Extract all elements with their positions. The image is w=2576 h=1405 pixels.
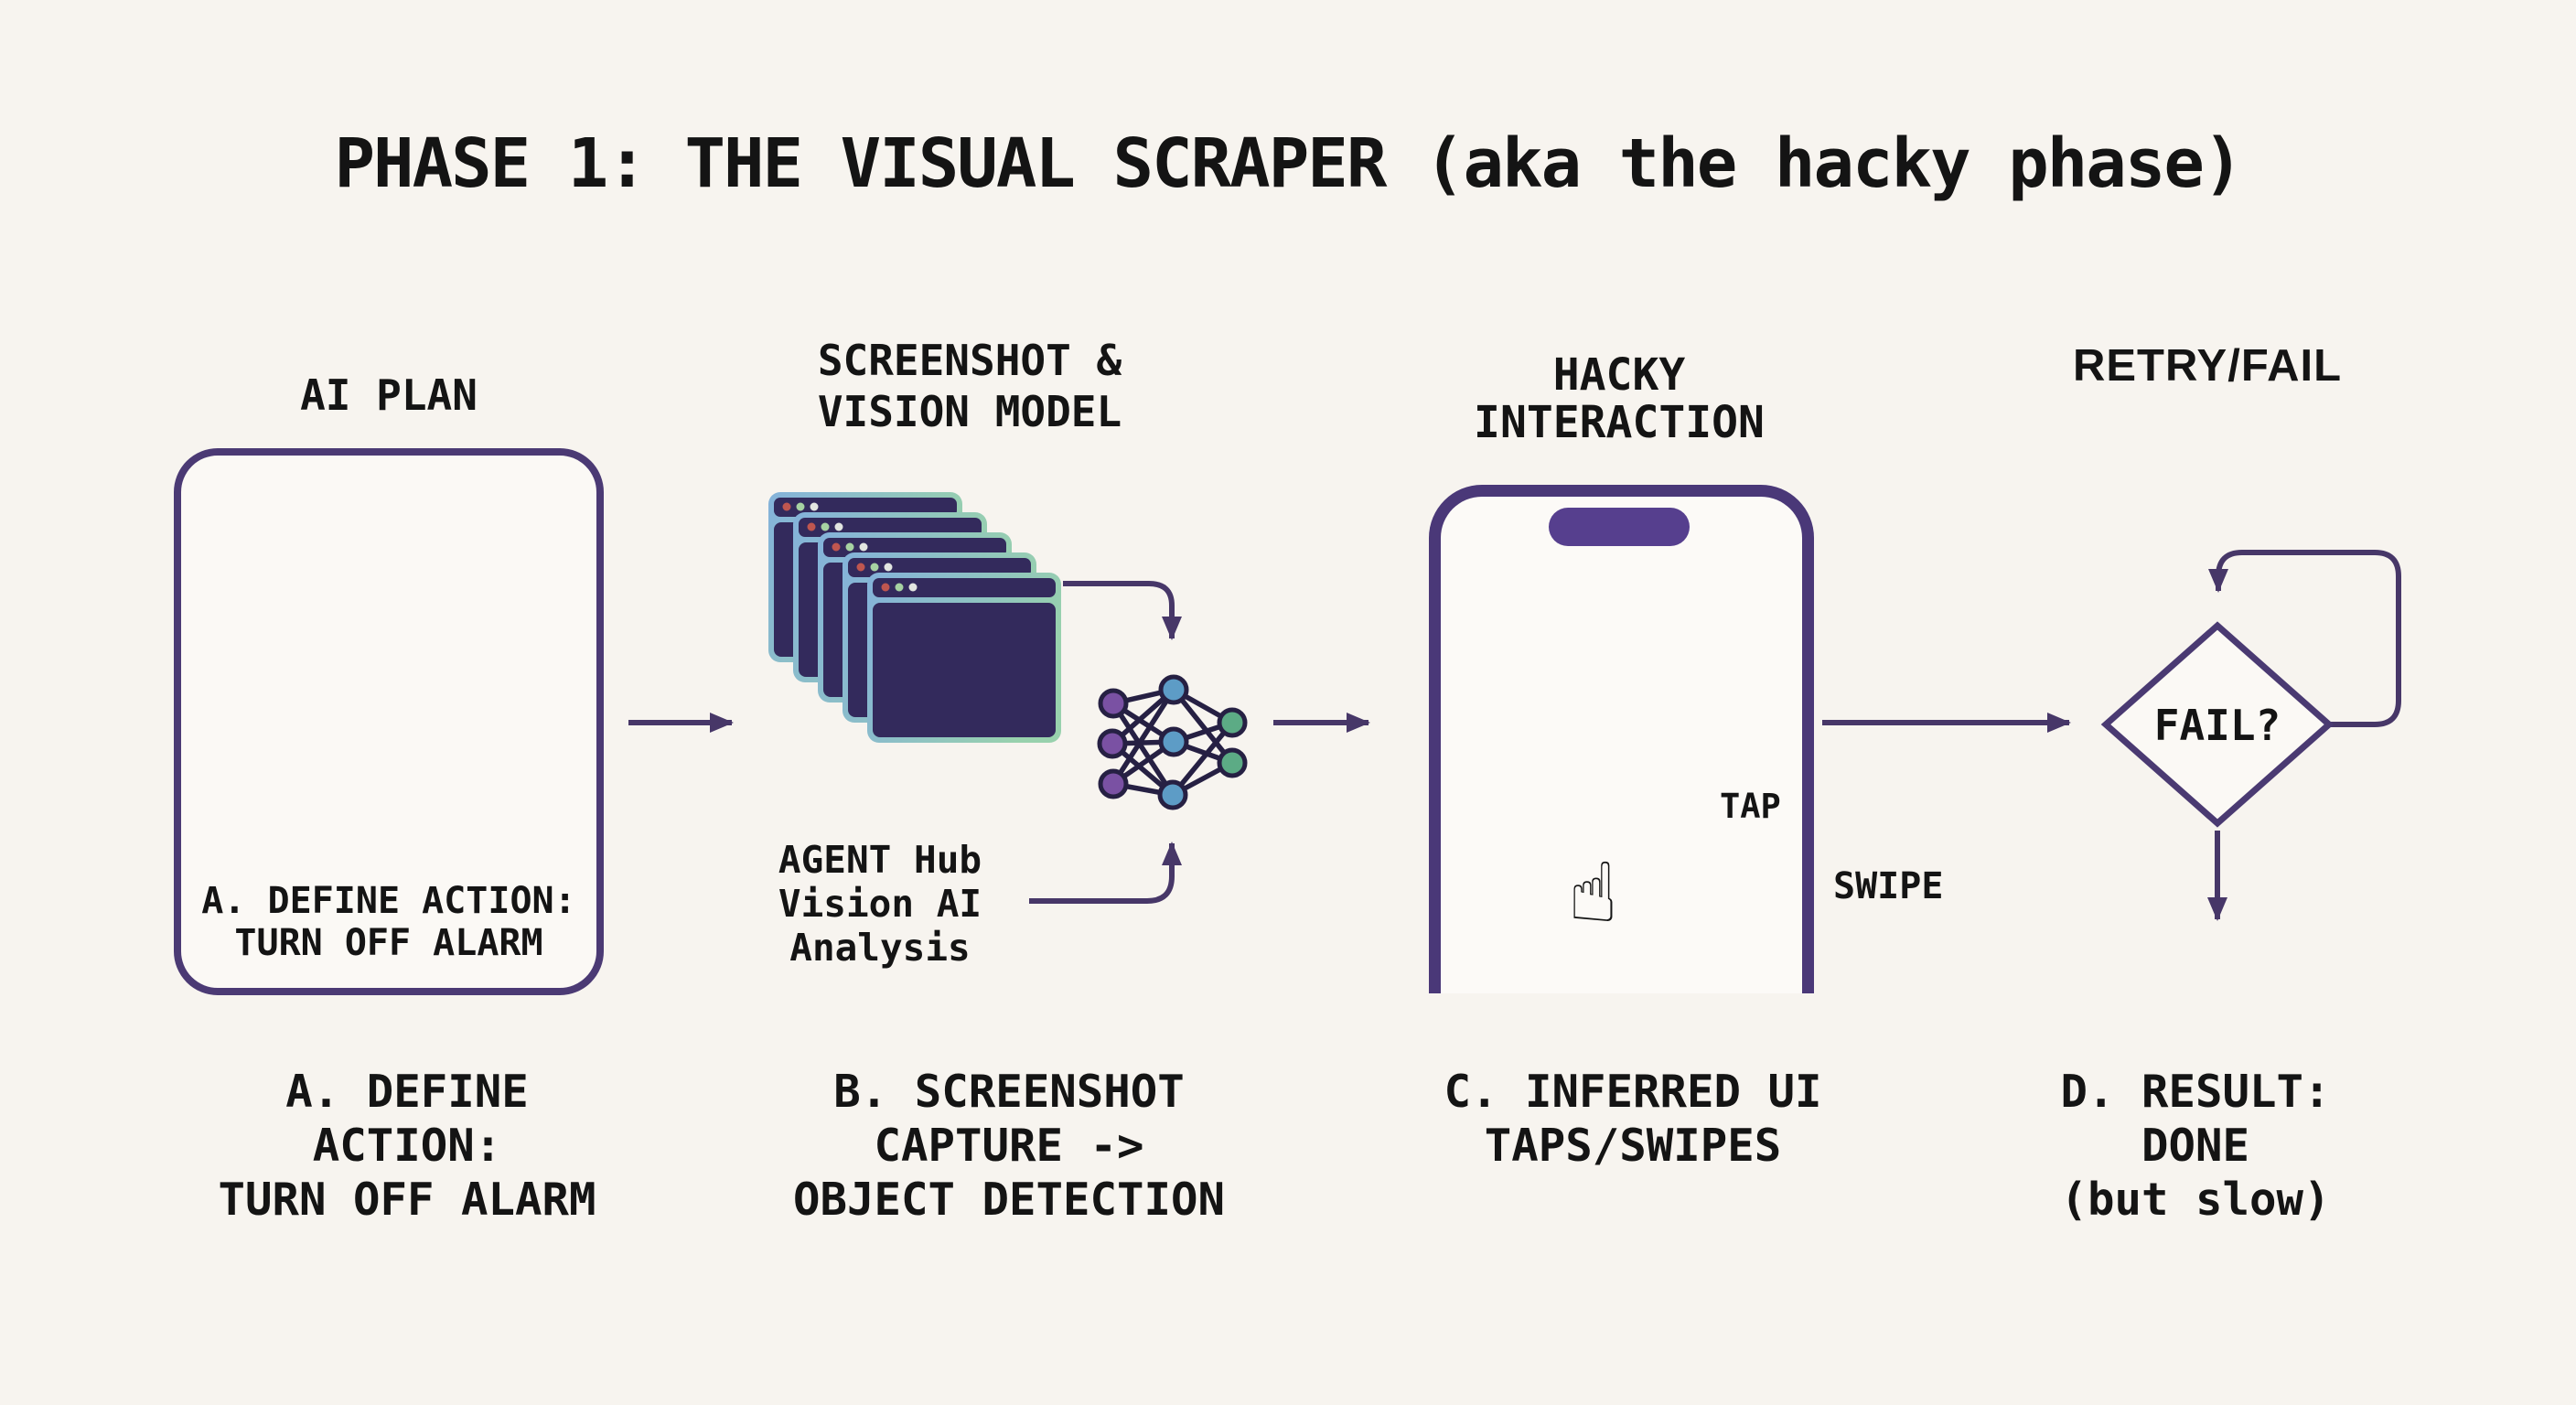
- annotation-line3: Analysis: [789, 926, 971, 970]
- caption-b-line3: OBJECT DETECTION: [792, 1174, 1226, 1226]
- caption-b-line2: CAPTURE ->: [874, 1120, 1144, 1172]
- caption-d-line2: DONE: [2141, 1120, 2250, 1172]
- caption-b-line1: B. SCREENSHOT: [833, 1066, 1185, 1118]
- ai-plan-box: [174, 448, 604, 995]
- annotation-line2: Vision AI: [778, 882, 982, 926]
- caption-d-line3: (but slow): [2060, 1174, 2331, 1226]
- phone-frame: [1429, 485, 1814, 993]
- arrow-annotation-to-network: [1029, 842, 1182, 904]
- caption-d-line1: D. RESULT:: [2060, 1066, 2331, 1118]
- hacky-header-line1: HACKY: [1552, 349, 1686, 401]
- screenshot-window-stack: [768, 492, 1061, 743]
- page-title: PHASE 1: THE VISUAL SCRAPER (aka the hac…: [334, 124, 2243, 203]
- arrow-screenshot-to-network: [1063, 581, 1182, 640]
- swipe-label: SWIPE: [1833, 865, 1944, 907]
- caption-a-line1: A. DEFINE: [285, 1066, 529, 1118]
- annotation-line1: AGENT Hub: [778, 838, 982, 882]
- retry-loop-arrow: [2208, 550, 2401, 727]
- plan-label-line2: TURN OFF ALARM: [234, 922, 543, 964]
- plan-label-line1: A. DEFINE ACTION:: [201, 880, 576, 922]
- vision-header-line2: VISION MODEL: [817, 387, 1122, 436]
- column-header-retry-fail: RETRY/FAIL: [2072, 341, 2343, 391]
- caption-a-line2: ACTION:: [312, 1120, 502, 1172]
- caption-c-line2: TAPS/SWIPES: [1484, 1120, 1782, 1172]
- caption-a-line3: TURN OFF ALARM: [218, 1174, 596, 1226]
- front-screenshot-window: [867, 573, 1061, 743]
- hacky-header-line2: INTERACTION: [1474, 397, 1765, 448]
- caption-c-line1: C. INFERRED UI: [1444, 1066, 1822, 1118]
- phone-notch: [1549, 508, 1690, 546]
- ai-plan-box-label: A. DEFINE ACTION:TURN OFF ALARM: [201, 880, 575, 964]
- column-header-vision-model: SCREENSHOT &VISION MODEL: [818, 335, 1122, 437]
- column-header-ai-plan: AI PLAN: [300, 370, 478, 420]
- fail-decision-label: FAIL?: [2153, 701, 2281, 750]
- caption-result-done: D. RESULT:DONE(but slow): [2060, 1065, 2330, 1227]
- neural-network-icon: [1097, 674, 1248, 810]
- swipe-hand-icon: ☝: [1568, 845, 1618, 941]
- tap-label: TAP: [1720, 787, 1781, 826]
- fail-decision-diamond: [2100, 621, 2334, 828]
- vision-header-line1: SCREENSHOT &: [817, 336, 1122, 385]
